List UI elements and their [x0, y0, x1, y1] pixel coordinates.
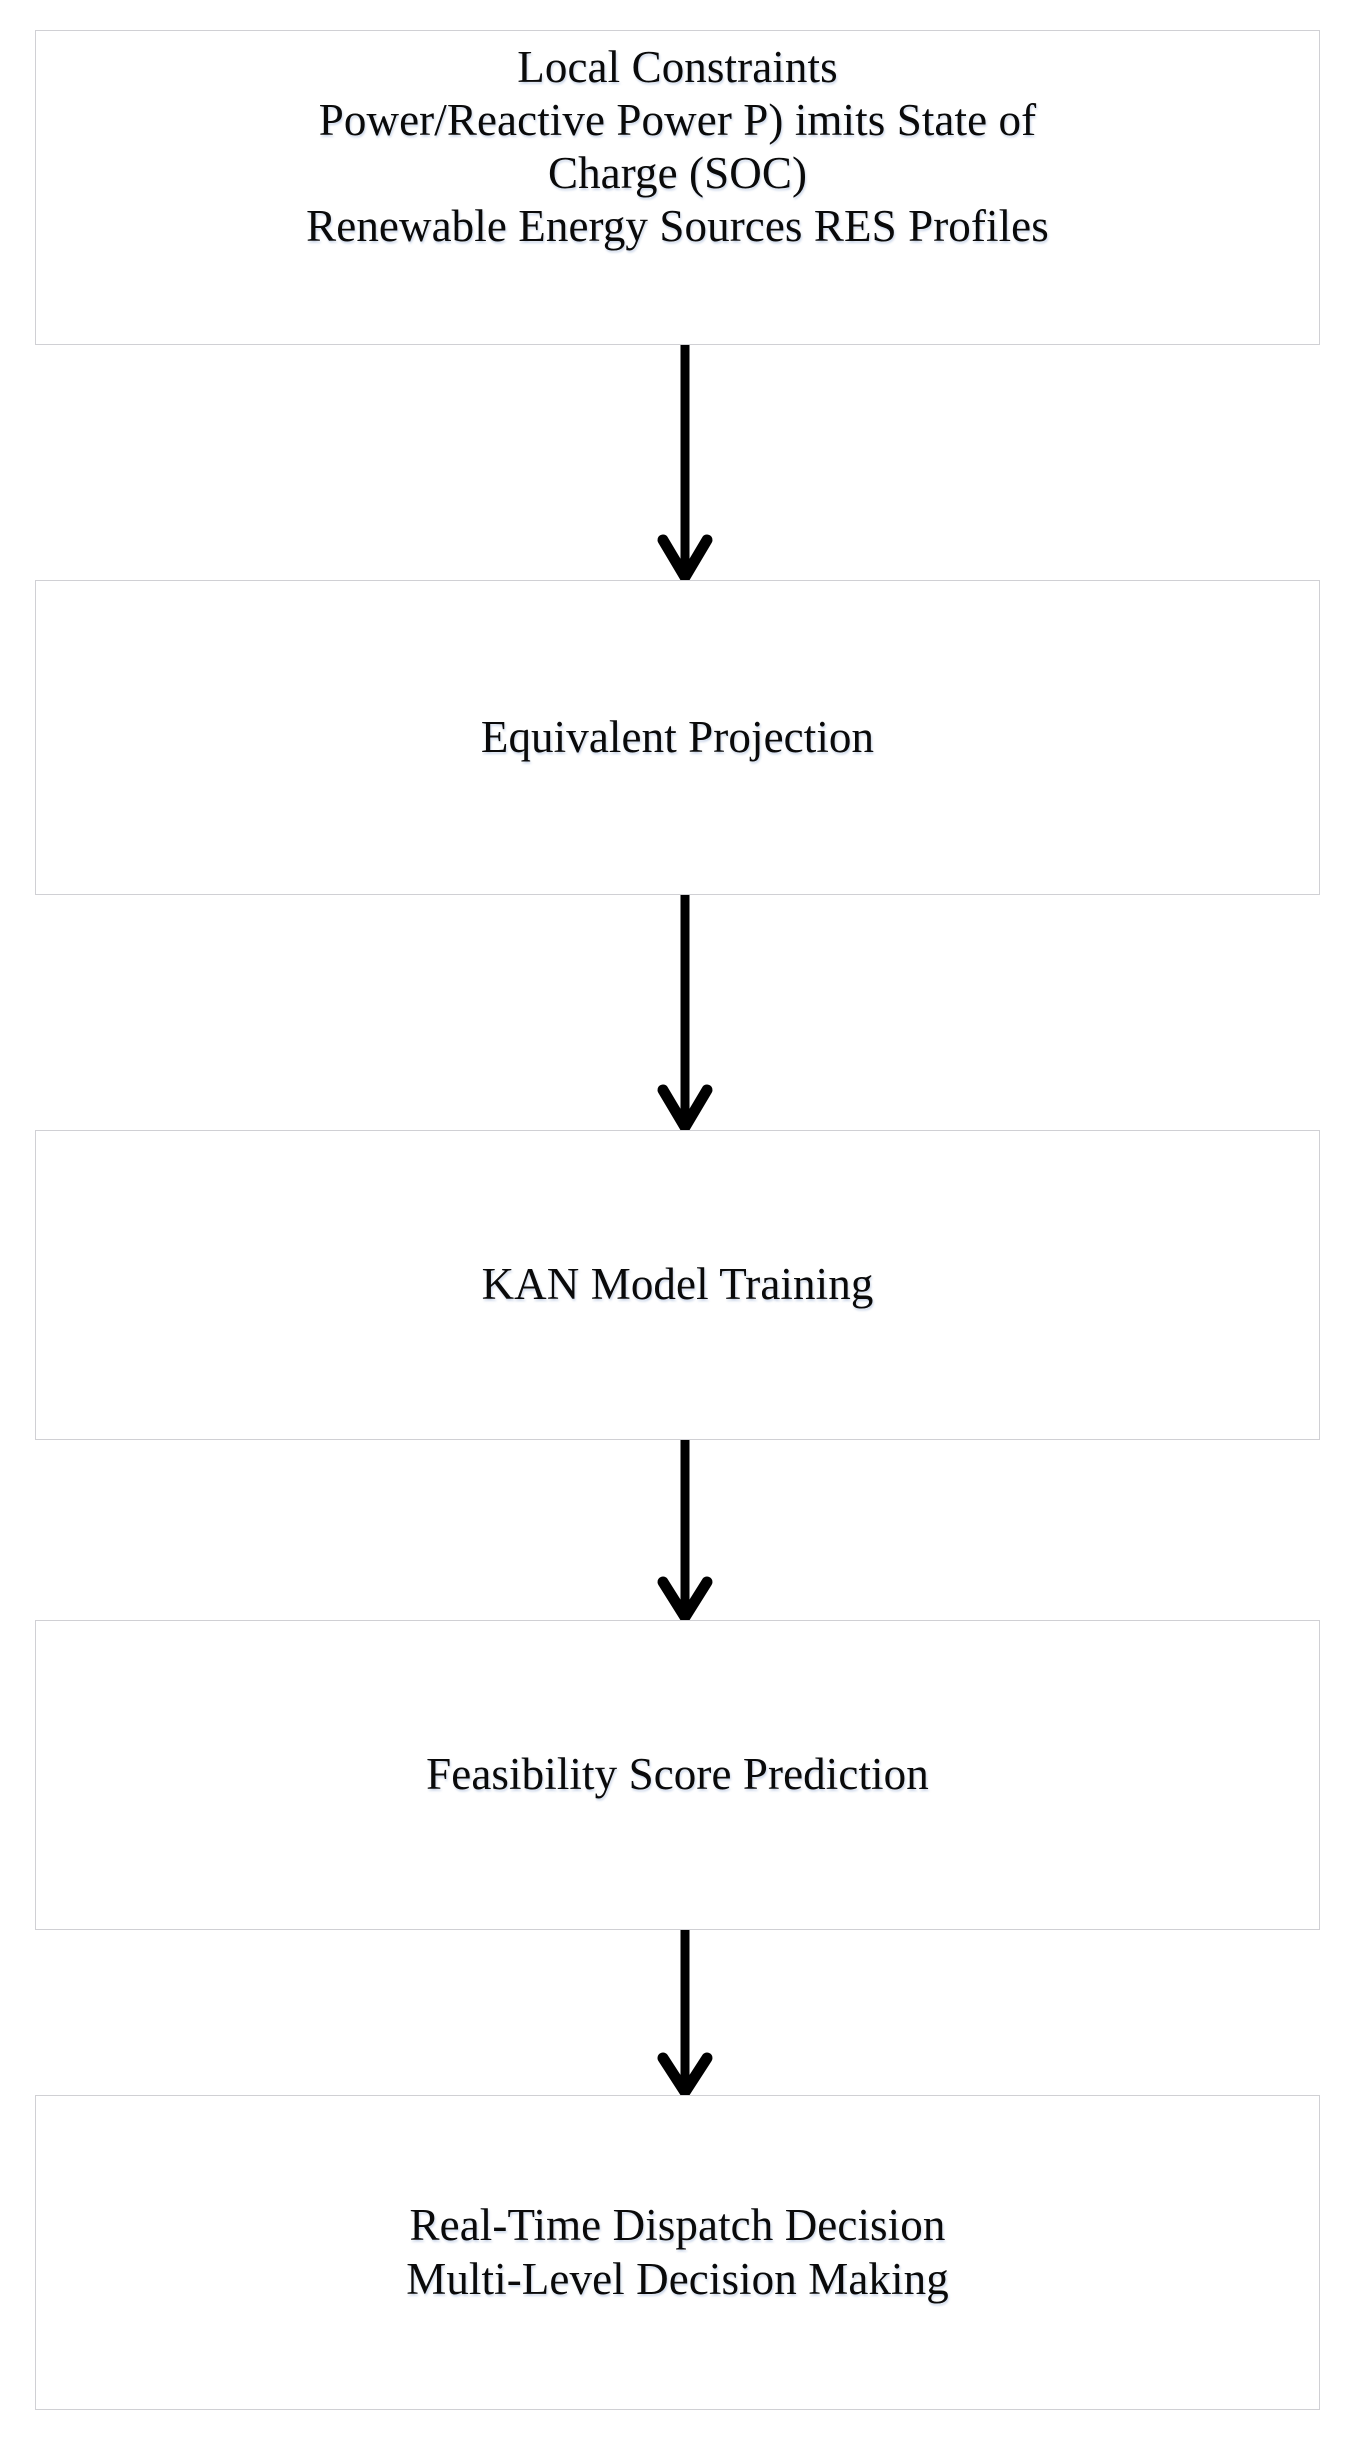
flowchart-node-projection[interactable]: Equivalent Projection: [35, 580, 1320, 895]
flowchart-node-feasibility[interactable]: Feasibility Score Prediction: [35, 1620, 1320, 1930]
connector-inputs-to-projection: [640, 345, 730, 588]
flowchart-node-dispatch[interactable]: Real-Time Dispatch Decision Multi-Level …: [35, 2095, 1320, 2410]
node-inputs-line-2: Power/Reactive Power P) imits State of: [318, 95, 1037, 146]
connector-projection-to-training: [640, 895, 730, 1138]
flowchart-node-training[interactable]: KAN Model Training: [35, 1130, 1320, 1440]
node-dispatch-line-2: Multi-Level Decision Making: [406, 2253, 949, 2304]
down-arrow-icon: [657, 345, 713, 588]
node-projection-line-1: Equivalent Projection: [480, 711, 875, 762]
down-arrow-icon: [657, 1440, 713, 1628]
node-feasibility-line-1: Feasibility Score Prediction: [426, 1749, 929, 1800]
connector-training-to-feasibility: [640, 1440, 730, 1628]
down-arrow-icon: [657, 1930, 713, 2103]
node-inputs-line-1: Local Constraints: [517, 42, 838, 92]
node-dispatch-line-1: Real-Time Dispatch Decision: [409, 2200, 946, 2251]
node-inputs-line-3: Charge (SOC): [547, 148, 808, 199]
node-training-line-1: KAN Model Training: [481, 1259, 874, 1310]
flowchart-node-inputs[interactable]: Local Constraints Power/Reactive Power P…: [35, 30, 1320, 345]
down-arrow-icon: [657, 895, 713, 1138]
node-inputs-line-4: Renewable Energy Sources RES Profiles: [306, 201, 1049, 252]
connector-feasibility-to-dispatch: [640, 1930, 730, 2103]
